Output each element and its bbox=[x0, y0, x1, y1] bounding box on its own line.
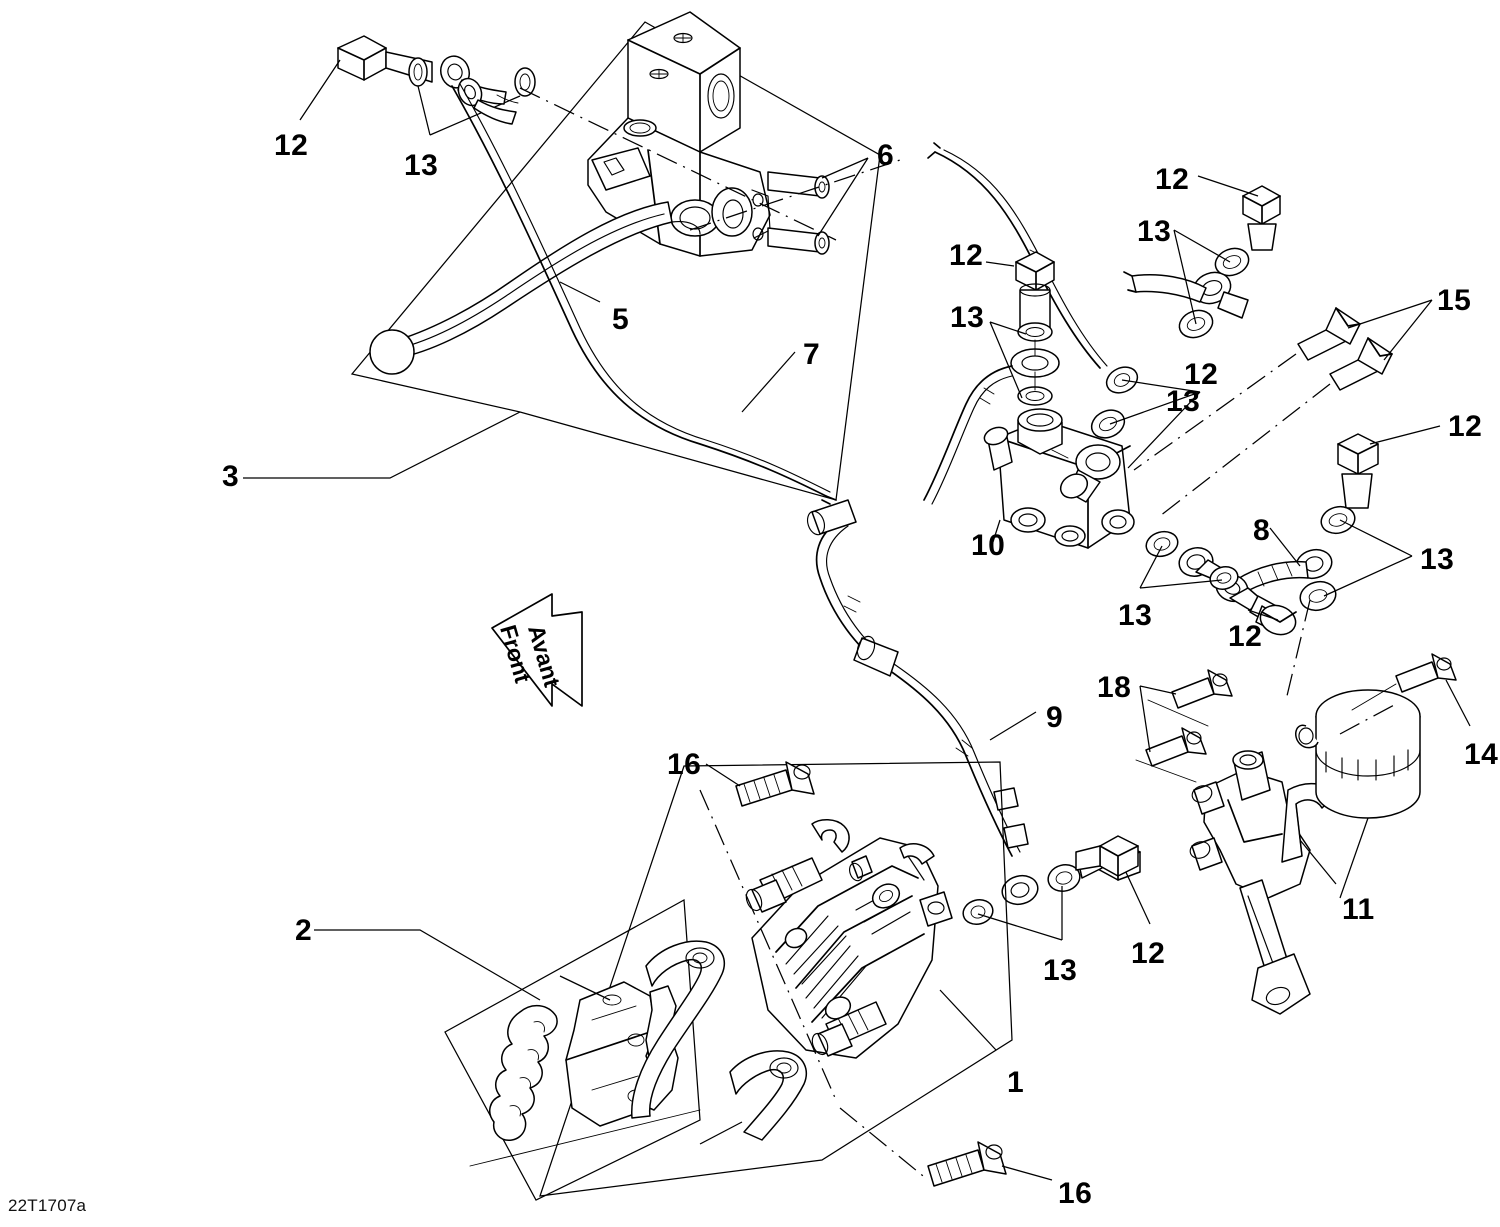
callout-5-2: 5 bbox=[612, 303, 630, 336]
hose-7-banjo-fitting bbox=[440, 55, 519, 125]
callout-16-23: 16 bbox=[667, 748, 702, 781]
callout-10-16: 10 bbox=[971, 529, 1006, 562]
hose-upper-right bbox=[1123, 175, 1281, 339]
bleeder-bolts-15 bbox=[1133, 299, 1433, 517]
group-3-boundary bbox=[243, 21, 881, 501]
callout-12-25: 12 bbox=[1131, 937, 1166, 970]
hose-7 bbox=[451, 83, 837, 505]
callout-12-10: 12 bbox=[1184, 358, 1219, 391]
callout-9-22: 9 bbox=[1046, 701, 1064, 734]
callout-12-8: 12 bbox=[1155, 163, 1190, 196]
brake-lever bbox=[369, 201, 701, 375]
callout-14-20: 14 bbox=[1464, 738, 1499, 771]
callout-2-26: 2 bbox=[295, 914, 313, 947]
hose-8 bbox=[1215, 527, 1311, 701]
callout-7-4: 7 bbox=[803, 338, 821, 371]
brake-pad-set bbox=[489, 981, 679, 1141]
sheet-watermark: 22T1707a bbox=[8, 1196, 87, 1215]
callout-18-19: 18 bbox=[1097, 671, 1132, 704]
banjo-right-of-block bbox=[1295, 425, 1441, 612]
callout-6-3: 6 bbox=[877, 139, 895, 172]
callout-12-0: 12 bbox=[274, 129, 309, 162]
rear-master-cylinder bbox=[1189, 750, 1337, 1015]
reservoir-screw-14 bbox=[1351, 653, 1471, 727]
callout-11-21: 11 bbox=[1342, 893, 1375, 926]
reservoir-can bbox=[1295, 689, 1421, 899]
master-cylinder-bolts-18 bbox=[1135, 669, 1233, 783]
caliper-bracket bbox=[559, 940, 808, 1145]
distribution-block-10 bbox=[983, 408, 1135, 549]
callout-15-12: 15 bbox=[1437, 284, 1472, 317]
hose-9 bbox=[806, 499, 1037, 857]
callout-12-13: 12 bbox=[1448, 410, 1483, 443]
front-avant-arrow bbox=[491, 593, 583, 707]
banjo-bolt-rear-mc bbox=[1075, 835, 1139, 877]
washer-chain-to-caliper-line bbox=[1139, 530, 1239, 590]
washer-group-block-right bbox=[1090, 366, 1201, 469]
callout-13-9: 13 bbox=[1137, 215, 1172, 248]
socket-head-screws-6 bbox=[767, 157, 869, 255]
callout-13-24: 13 bbox=[1043, 954, 1078, 987]
callout-8-15: 8 bbox=[1253, 514, 1271, 547]
caliper-bolts-16 bbox=[699, 761, 1053, 1187]
callout-13-7: 13 bbox=[950, 301, 985, 334]
callout-13-11: 13 bbox=[1166, 385, 1201, 418]
callout-12-6: 12 bbox=[949, 239, 984, 272]
callout-3-5: 3 bbox=[222, 460, 240, 493]
banjo-stack-above-block bbox=[923, 251, 1060, 505]
callout-13-14: 13 bbox=[1420, 543, 1455, 576]
callout-12-18: 12 bbox=[1228, 620, 1263, 653]
callout-13-17: 13 bbox=[1118, 599, 1153, 632]
callout-13-1: 13 bbox=[404, 149, 439, 182]
group-caliper-boundary bbox=[314, 761, 1013, 1201]
callout-1-27: 1 bbox=[1007, 1066, 1025, 1099]
brake-caliper-body bbox=[745, 819, 997, 1059]
callout-16-28: 16 bbox=[1058, 1177, 1093, 1210]
